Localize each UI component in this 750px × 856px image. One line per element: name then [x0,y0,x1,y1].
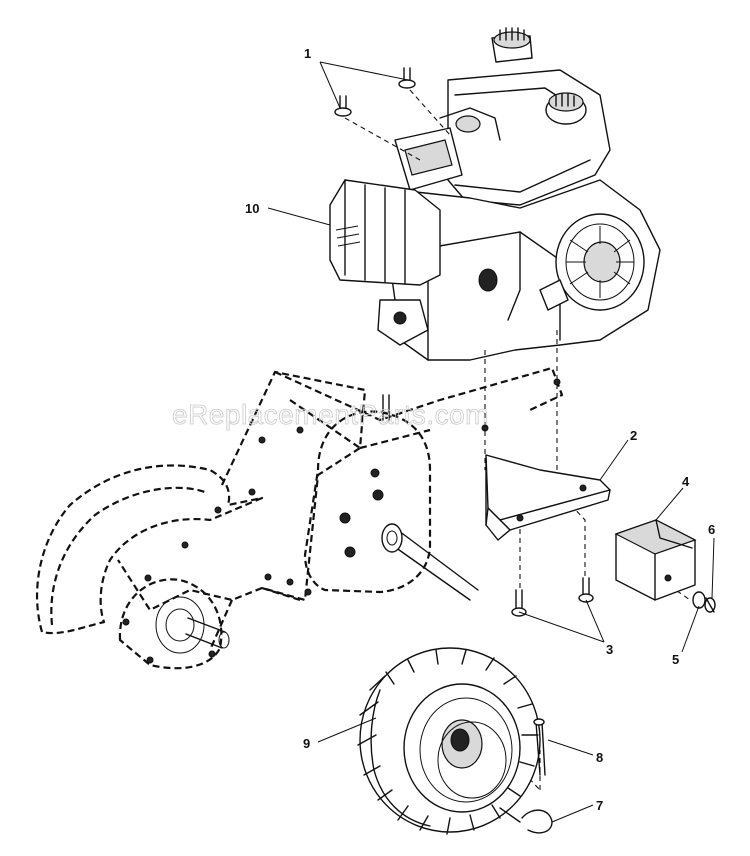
engine [329,27,661,432]
callout-9: 9 [303,736,310,751]
leader-lines [267,207,715,823]
callout-4: 4 [682,474,690,489]
wheel-pin-clip [499,718,553,834]
mounting-bracket [485,454,611,541]
callout-2: 2 [630,428,637,443]
engine-bolts [334,67,416,117]
callout-10: 10 [245,201,259,216]
weight-block [614,519,697,601]
callout-labels: 1 10 2 4 6 3 5 8 9 7 [245,46,715,813]
callout-5: 5 [672,652,679,667]
wheel-assembly [357,647,541,835]
callout-3: 3 [606,642,613,657]
callout-6: 6 [708,522,715,537]
tiller-frame [35,366,564,670]
watermark-text: eReplacementParts.com [172,399,489,430]
callout-1: 1 [304,46,311,61]
washer-nut [692,591,716,613]
callout-8: 8 [596,750,603,765]
callout-7: 7 [596,798,603,813]
bracket-bolts [511,577,594,617]
